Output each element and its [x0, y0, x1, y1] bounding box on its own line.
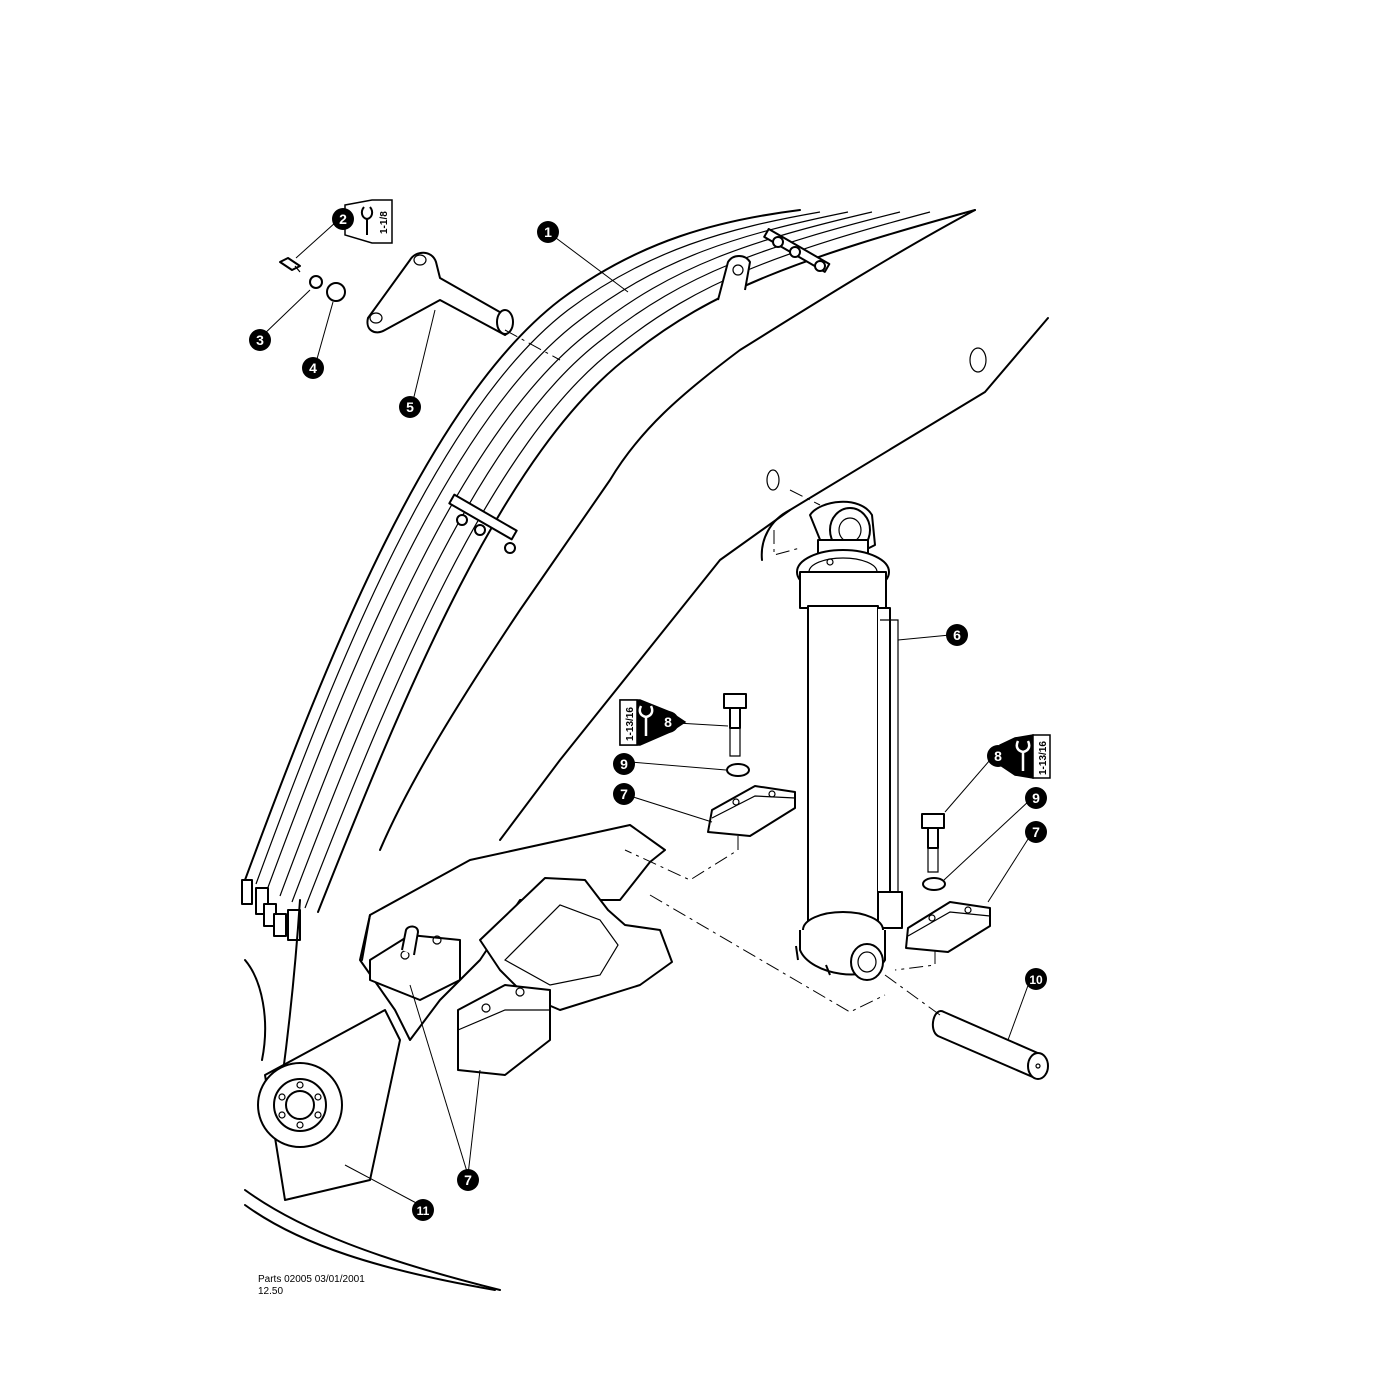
- svg-text:2: 2: [339, 211, 347, 227]
- svg-text:3: 3: [256, 332, 264, 348]
- svg-text:9: 9: [620, 756, 628, 772]
- footer-reference: Parts 02005 03/01/2001: [258, 1274, 365, 1285]
- svg-text:8: 8: [994, 748, 1002, 764]
- wrench-tag-2: 1-1/8: [344, 199, 393, 244]
- svg-text:7: 7: [620, 786, 628, 802]
- washer-9-left: [726, 763, 750, 777]
- callout-7-right: 7: [1025, 821, 1047, 843]
- wrench-tag-8-left: 1-13/16: [619, 699, 687, 746]
- callout-9-left: 9: [613, 753, 635, 775]
- svg-text:11: 11: [417, 1204, 430, 1218]
- callout-8-left: 8: [657, 711, 679, 733]
- footer-page-number: 12.50: [258, 1286, 284, 1297]
- callout-2: 2: [332, 208, 354, 230]
- boom-arm: [241, 209, 1049, 1291]
- wrench-icon: [1015, 740, 1031, 771]
- svg-text:9: 9: [1032, 790, 1040, 806]
- callout-3: 3: [249, 329, 271, 351]
- bolt-8-right: [921, 813, 945, 873]
- svg-text:10: 10: [1029, 973, 1043, 987]
- callout-6: 6: [946, 624, 968, 646]
- wrench-icon: [638, 705, 654, 736]
- cap-7-left: [707, 785, 796, 837]
- svg-text:7: 7: [464, 1172, 472, 1188]
- callout-4: 4: [302, 357, 324, 379]
- callout-1: 1: [537, 221, 559, 243]
- cap-7-right: [905, 901, 991, 953]
- hydraulic-cylinder: [795, 500, 903, 981]
- svg-text:6: 6: [953, 627, 961, 643]
- callout-9-right: 9: [1025, 787, 1047, 809]
- center-lines: [504, 329, 941, 1016]
- wrench-icon: [360, 206, 374, 235]
- pin-5: [366, 251, 514, 336]
- bolt-8-left: [723, 693, 747, 757]
- washer-3: [309, 275, 323, 289]
- svg-text:8: 8: [664, 714, 672, 730]
- callout-10: 10: [1025, 968, 1047, 990]
- svg-text:1: 1: [544, 224, 552, 240]
- tag-2-size: 1-1/8: [379, 211, 390, 234]
- callout-11: 11: [412, 1199, 434, 1221]
- svg-text:7: 7: [1032, 824, 1040, 840]
- svg-text:5: 5: [406, 399, 414, 415]
- parts-footer: Parts 02005 03/01/2001 12.50: [258, 1274, 365, 1298]
- callout-5: 5: [399, 396, 421, 418]
- nut-4: [326, 282, 346, 302]
- washer-9-right: [922, 877, 946, 891]
- callout-7-bottom: 7: [457, 1169, 479, 1191]
- tag-8-left-size: 1-13/16: [625, 707, 636, 741]
- tag-8-right-size: 1-13/16: [1038, 741, 1049, 775]
- leader-lines: [259, 221, 1031, 1206]
- callout-8-right: 8: [987, 745, 1009, 767]
- swing-bracket: [359, 824, 673, 1076]
- bolt-2: [279, 257, 301, 273]
- pin-10: [931, 1010, 1049, 1080]
- svg-text:4: 4: [309, 360, 317, 376]
- wrench-tag-8-right: 1-13/16: [999, 734, 1051, 779]
- callout-7-left: 7: [613, 783, 635, 805]
